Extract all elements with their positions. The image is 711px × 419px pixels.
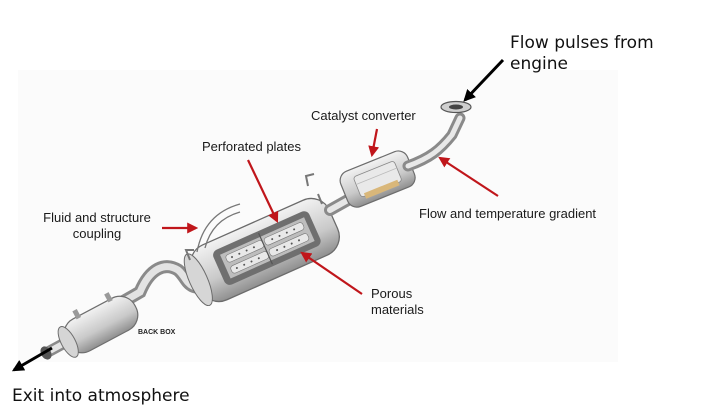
- perforated-plates-label: Perforated plates: [202, 139, 302, 154]
- fluid-structure-line2: coupling: [72, 226, 122, 242]
- center-muffler: [183, 197, 340, 307]
- catalyst-label: Catalyst converter: [311, 108, 416, 123]
- arrow-flow-in: [463, 58, 505, 102]
- annotation-arrows: [162, 128, 499, 295]
- perforated-tubes: [225, 222, 310, 274]
- hanger: [317, 193, 323, 205]
- flow-pulses-label: Flow pulses from engine: [510, 33, 654, 75]
- vibration-arcs: [196, 203, 241, 253]
- flow-temperature-label: Flow and temperature gradient: [419, 206, 597, 221]
- exit-label: Exit into atmosphere: [12, 386, 190, 406]
- engine-flange: [440, 100, 472, 114]
- porous-line2: materials: [371, 302, 424, 318]
- porous-materials-label: Porous materials: [371, 286, 424, 319]
- fluid-structure-label: Fluid and structure coupling: [34, 210, 160, 243]
- back-box-muffler: [57, 292, 139, 358]
- arrow-perforated: [247, 159, 279, 223]
- porous-line1: Porous: [371, 286, 413, 301]
- catalyst-converter: [339, 150, 416, 208]
- hanger: [304, 173, 315, 187]
- back-box-label: BACK BOX: [138, 329, 176, 336]
- hanger: [184, 249, 194, 261]
- fluid-structure-line1: Fluid and structure: [43, 210, 151, 225]
- arrow-flow-temp: [438, 156, 499, 197]
- arrow-catalyst: [368, 128, 380, 158]
- arrow-porous: [300, 251, 363, 295]
- arrow-exit: [11, 346, 53, 372]
